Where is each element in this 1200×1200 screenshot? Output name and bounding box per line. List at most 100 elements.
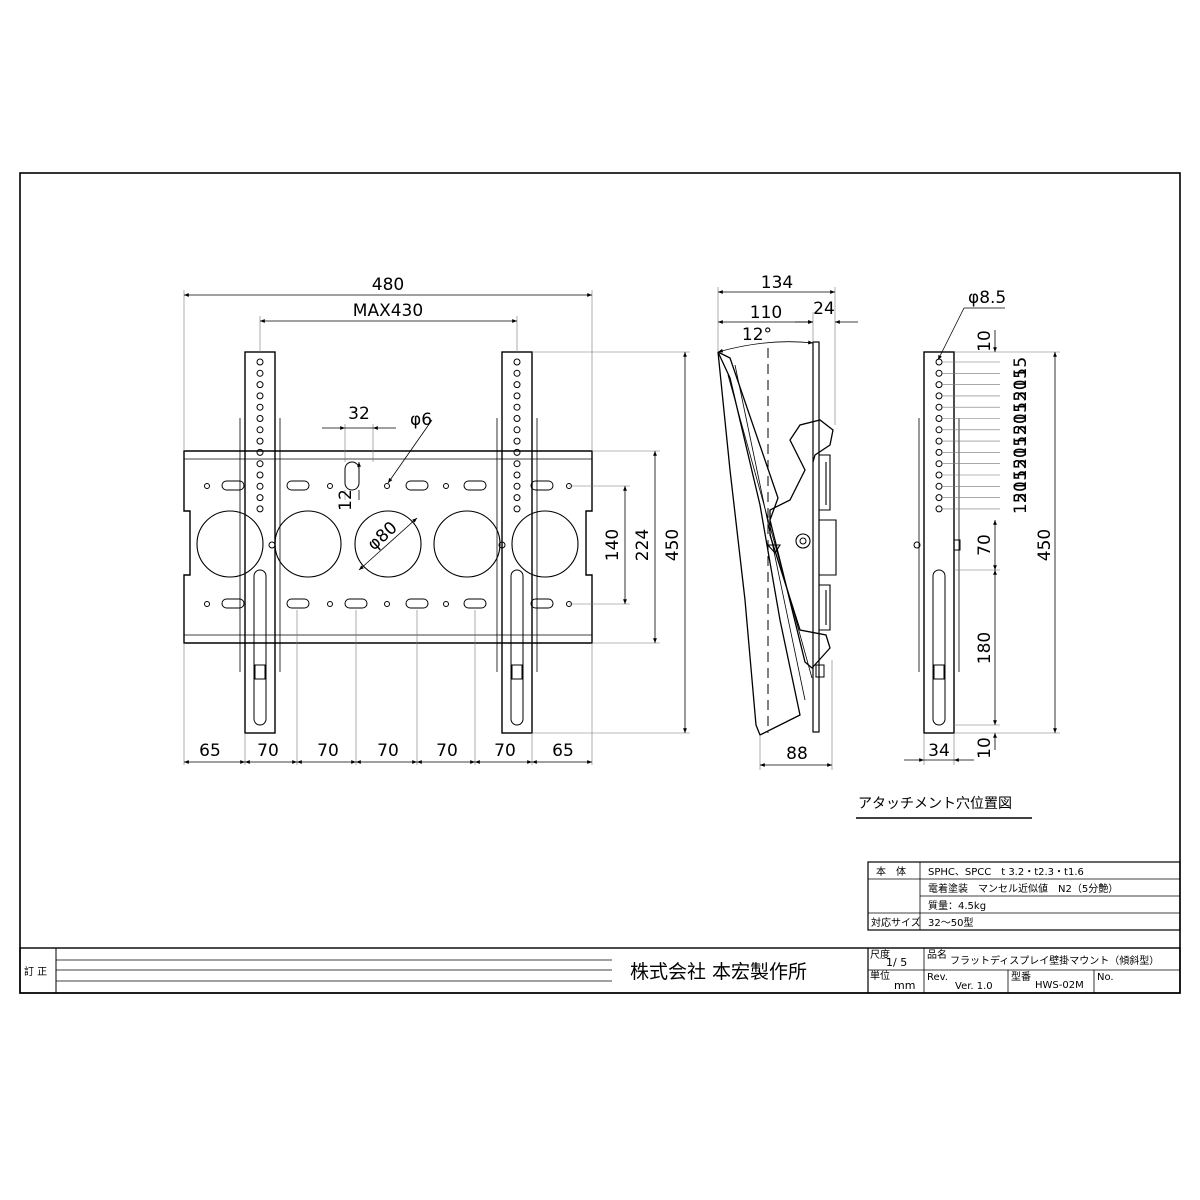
rail-hole [935, 369, 943, 377]
dim-tilt-angle: 12° [742, 325, 772, 345]
rail-hole [513, 494, 521, 502]
rail-hole [256, 415, 264, 422]
rail-hole-column [513, 358, 521, 513]
rail-hole [935, 460, 943, 468]
rail-hole [935, 403, 943, 411]
spec-size-label: 対応サイズ [871, 916, 921, 929]
rail-hole [935, 505, 943, 513]
rail-hole [256, 505, 264, 513]
dim-bottom-segment: 70 [257, 741, 279, 761]
bottom-dimension-chain: 65 70 70 70 70 70 65 [199, 741, 574, 761]
dim-bottom-segment: 65 [552, 741, 574, 761]
rail-hole [935, 426, 943, 434]
dim-depth-134: 134 [761, 273, 793, 293]
rail-pitch-label: 20 [1011, 413, 1031, 435]
side-view: 134 110 24 12° 88 [717, 273, 858, 770]
dim-rail-slot-180: 180 [975, 632, 995, 664]
dim-bottom-segment: 65 [199, 741, 221, 761]
rail-hole [256, 381, 264, 389]
product-name: フラットディスプレイ壁掛マウント（傾斜型） [950, 954, 1159, 967]
rail-pitch-label: 15 [1011, 492, 1031, 514]
round-hole [433, 510, 501, 578]
dim-round-dia: φ80 [364, 518, 402, 555]
side-tilt-arm [717, 351, 834, 669]
side-wall-plate [812, 341, 820, 733]
rail-hole [513, 426, 521, 434]
rail-pitch-label: 20 [1011, 379, 1031, 401]
round-hole [354, 510, 422, 578]
rail-pitch-label: 15 [1011, 368, 1031, 390]
company-name: 株式会社 本宏製作所 [630, 961, 807, 983]
revision-label: 訂 正 [24, 965, 47, 978]
dim-slot-length: 12 [336, 489, 356, 511]
title-block: 訂 正 株式会社 本宏製作所 尺度 1/ 5 単位 mm 品名 フラットディスプ… [19, 947, 1181, 994]
rail-hole [935, 437, 943, 445]
rail-pitch-label: 20 [1011, 481, 1031, 503]
unit-label: 単位 [870, 969, 890, 982]
rail-pitch-label: 15 [1011, 391, 1031, 413]
rail-hole [256, 369, 264, 377]
rail-hole [513, 505, 521, 513]
dim-overall-width: 480 [372, 275, 404, 295]
rail-hole [256, 471, 264, 479]
rail-hole [935, 448, 943, 456]
left-vertical-rail [239, 351, 281, 734]
dim-rail-bottom-10: 10 [975, 737, 995, 759]
pivot-bolt [795, 533, 811, 549]
scale-label: 尺度 [870, 948, 890, 961]
spec-table: 本 体 SPHC、SPCC t 3.2・t2.3・t1.6 電着塗装 マンセル近… [867, 861, 1181, 931]
product-name-label: 品名 [927, 948, 947, 961]
dim-base-88: 88 [786, 744, 808, 764]
spec-material: SPHC、SPCC t 3.2・t2.3・t1.6 [928, 867, 1084, 878]
spec-size: 32〜50型 [928, 916, 973, 929]
unit-value: mm [894, 979, 915, 992]
round-hole [196, 510, 264, 578]
rail-hole [513, 403, 521, 411]
model-label: 型番 [1011, 970, 1031, 983]
rail-pitch-label: 15 [1011, 357, 1031, 379]
rail-hole [935, 482, 943, 490]
rail-hole [256, 482, 264, 490]
rail-hole [256, 358, 264, 366]
right-vertical-rail [496, 351, 538, 734]
rail-hole [513, 392, 521, 400]
dim-depth-24: 24 [813, 299, 835, 319]
rail-hole [935, 471, 943, 479]
dim-rail-width-34: 34 [928, 741, 950, 761]
spec-finish: 電着塗装 マンセル近似値 N2（5分艶） [928, 882, 1118, 895]
dim-rail-hole-dia: φ8.5 [968, 288, 1006, 308]
dim-height-450: 450 [663, 529, 683, 561]
dim-height-224: 224 [633, 529, 653, 561]
rev-value: Ver. 1.0 [955, 981, 993, 992]
rail-hole [256, 403, 264, 411]
rail-hole [256, 448, 264, 456]
rail-hole [513, 471, 521, 479]
dim-bottom-segment: 70 [377, 741, 399, 761]
rail-hole [513, 381, 521, 389]
rail-hole [513, 358, 521, 366]
rail-hole-column [256, 358, 264, 513]
spec-body-label: 本 体 [876, 865, 906, 878]
dim-depth-110: 110 [750, 303, 782, 323]
rail-hole [513, 437, 521, 445]
spec-weight: 質量：4.5kg [928, 899, 986, 912]
rail-pitch-label: 15 [1011, 470, 1031, 492]
dim-rail-total-450: 450 [1035, 529, 1055, 561]
rail-hole [256, 392, 264, 400]
rail-hole-column [935, 358, 943, 513]
dim-bottom-segment: 70 [494, 741, 516, 761]
rail-pitch-label: 15 [1011, 459, 1031, 481]
rail-hole [256, 437, 264, 445]
rail-hole [935, 381, 943, 389]
dim-bottom-segment: 70 [317, 741, 339, 761]
front-view: 480 MAX430 32 φ6 12 φ80 140 224 450 65 7… [183, 275, 690, 765]
rail-hole [513, 482, 521, 490]
vertical-slot [344, 461, 360, 491]
drawing-caption: アタッチメント穴位置図 [858, 796, 1012, 812]
rail-hole [513, 448, 521, 456]
rail-pitch-ext [942, 361, 1000, 510]
rail-pitch-label: 15 [1011, 402, 1031, 424]
